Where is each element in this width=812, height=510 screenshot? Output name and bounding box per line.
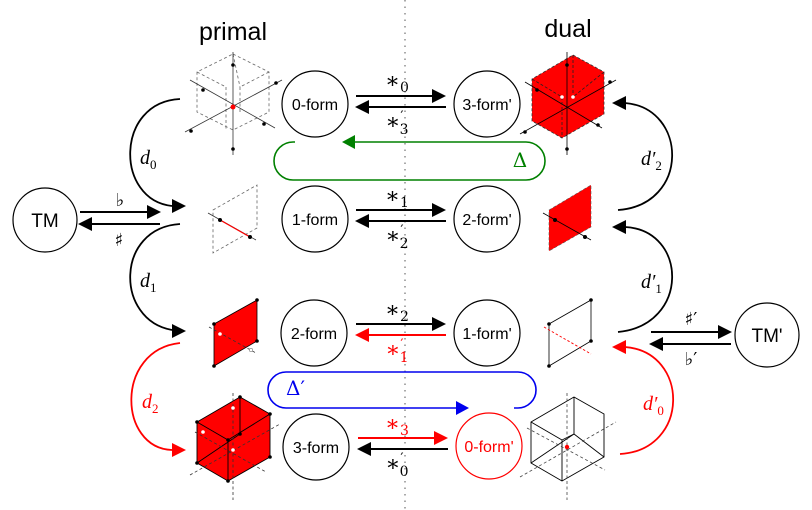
d-prime-1-arrow[interactable] — [612, 220, 674, 333]
hodge-star-2-label: ∗2 — [385, 298, 409, 325]
node-0-form[interactable]: 0-form — [281, 70, 349, 138]
node-2-form-label: 2-form — [291, 326, 337, 343]
hodge-star-0-prime-label: ∗′0 — [385, 451, 408, 480]
node-0-form-dual-label: 0-form' — [464, 439, 513, 456]
primal-volume-cell — [189, 393, 281, 500]
hodge-star-1-label: ∗1 — [385, 184, 409, 211]
node-1-form-label: 1-form — [292, 212, 338, 229]
node-3-form-dual[interactable]: 3-form' — [453, 70, 521, 138]
node-3-form[interactable]: 3-form — [282, 413, 350, 481]
sharp-dual-arrow[interactable] — [651, 325, 732, 339]
d-prime-0-arrow[interactable] — [612, 340, 675, 455]
node-2-form-dual[interactable]: 2-form' — [453, 185, 521, 253]
d0-label: d0 — [140, 147, 157, 172]
node-0-form-label: 0-form — [292, 97, 338, 114]
flat-label: ♭ — [116, 190, 125, 211]
dual-heading: dual — [544, 15, 591, 43]
hodge-star-2-arrow[interactable] — [356, 317, 446, 331]
node-3-form-dual-label: 3-form' — [462, 97, 511, 114]
flat-dual-label: ♭′ — [685, 349, 698, 370]
primal-vertex-cell — [184, 52, 283, 155]
hodge-star-3-arrow[interactable] — [358, 431, 448, 445]
sharp-dual-label: ♯′ — [685, 309, 698, 330]
hodge-star-0-arrow[interactable] — [356, 89, 446, 103]
hodge-star-1-prime-arrow[interactable] — [355, 328, 446, 342]
d2-label: d2 — [142, 391, 159, 416]
node-tm[interactable]: TM — [12, 187, 78, 253]
laplacian-label: Δ — [513, 148, 527, 172]
d-prime-1-label: d′1 — [641, 271, 662, 296]
flat-arrow[interactable] — [80, 205, 161, 219]
primal-face-cell — [208, 298, 259, 368]
primal-heading: primal — [199, 18, 267, 46]
sharp-label: ♯ — [115, 230, 124, 251]
node-tm-label: TM — [31, 211, 58, 232]
hodge-star-3-label: ∗3 — [385, 412, 409, 439]
flat-dual-arrow[interactable] — [649, 337, 731, 351]
node-1-form[interactable]: 1-form — [281, 185, 349, 253]
hodge-star-0-prime-arrow[interactable] — [357, 442, 448, 456]
dual-volume-cell — [519, 52, 617, 155]
laplacian-loop[interactable] — [273, 135, 546, 181]
dual-vertex-cell — [519, 393, 617, 500]
d1-arrow[interactable] — [129, 223, 186, 338]
hodge-star-0-label: ∗0 — [385, 69, 409, 96]
hodge-star-2-prime-arrow[interactable] — [355, 214, 446, 228]
node-1-form-dual-label: 1-form' — [462, 326, 511, 343]
d2-arrow[interactable] — [130, 342, 186, 457]
node-0-form-dual[interactable]: 0-form' — [455, 412, 523, 480]
hodge-star-1-prime-label: ∗′1 — [385, 337, 408, 366]
sharp-arrow[interactable] — [78, 217, 160, 231]
dual-face-cell — [542, 184, 592, 252]
d-prime-2-arrow[interactable] — [612, 96, 674, 211]
hodge-star-2-prime-label: ∗′2 — [385, 223, 408, 252]
hodge-star-3-prime-label: ∗′3 — [385, 109, 408, 138]
dual-edge-cell — [543, 298, 593, 368]
hodge-star-3-prime-arrow[interactable] — [355, 100, 446, 114]
d-prime-2-label: d′2 — [641, 148, 662, 173]
node-2-form-dual-label: 2-form' — [462, 212, 511, 229]
d-prime-0-label: d′0 — [643, 393, 664, 418]
d0-arrow[interactable] — [129, 98, 186, 213]
node-tm-dual-label: TM' — [751, 326, 782, 347]
laplacian-dual-label: Δ′ — [286, 376, 305, 400]
primal-edge-cell — [207, 184, 258, 254]
laplacian-dual-loop[interactable] — [267, 371, 537, 415]
hodge-star-1-arrow[interactable] — [356, 203, 446, 217]
node-3-form-label: 3-form — [293, 440, 339, 457]
node-tm-dual[interactable]: TM' — [734, 302, 800, 368]
node-2-form[interactable]: 2-form — [280, 299, 348, 367]
d1-label: d1 — [140, 270, 157, 295]
node-1-form-dual[interactable]: 1-form' — [453, 299, 521, 367]
